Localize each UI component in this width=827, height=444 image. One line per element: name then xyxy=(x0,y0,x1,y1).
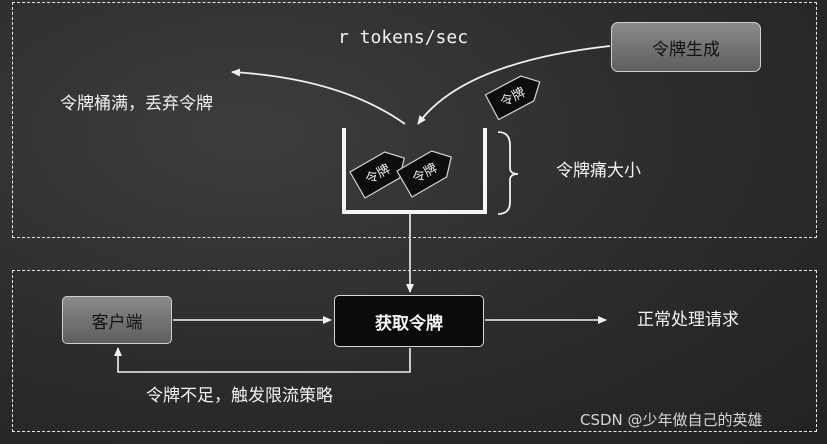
client-label: 客户端 xyxy=(91,312,143,333)
normal-processing-label: 正常处理请求 xyxy=(637,310,739,330)
bucket-token: 令牌 xyxy=(349,151,405,199)
overflow-label: 令牌桶满，丢弃令牌 xyxy=(60,94,213,114)
request-flow-panel xyxy=(12,270,817,432)
token-generator-box: 令牌生成 xyxy=(611,22,761,72)
rate-limit-label: 令牌不足，触发限流策略 xyxy=(146,386,333,406)
falling-token: 令牌 xyxy=(484,75,541,121)
bucket-size-label: 令牌痛大小 xyxy=(556,161,641,181)
bucket-size-bracket xyxy=(497,131,519,215)
generator-to-bucket-arrow xyxy=(417,45,611,125)
token-bucket-panel xyxy=(12,2,817,238)
token-generator-label: 令牌生成 xyxy=(652,39,720,60)
overflow-arrow xyxy=(231,68,406,125)
bucket-outline xyxy=(342,128,487,214)
acquire-token-label: 获取令牌 xyxy=(375,313,443,334)
bucket-token: 令牌 xyxy=(396,150,452,198)
csdn-watermark: CSDN @少年做自己的英雄 xyxy=(580,411,763,429)
acquire-token-box: 获取令牌 xyxy=(334,295,484,347)
reject-feedback-arrow xyxy=(114,347,411,373)
rate-label: r tokens/sec xyxy=(338,27,469,48)
client-box: 客户端 xyxy=(62,296,172,344)
